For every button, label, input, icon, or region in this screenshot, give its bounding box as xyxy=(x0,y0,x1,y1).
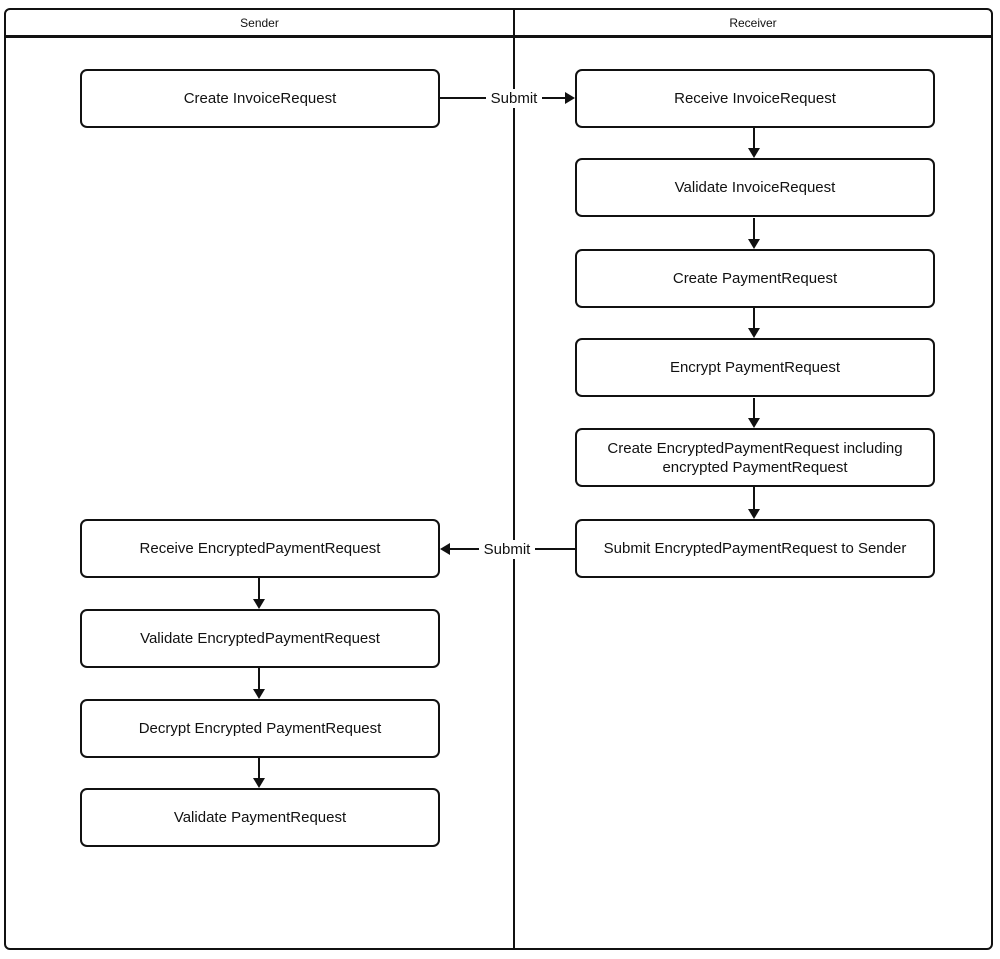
lane-header-receiver: Receiver xyxy=(729,15,777,30)
edge-r5-r6-line xyxy=(753,487,755,511)
edge-r1-r2-line xyxy=(753,128,755,150)
edge-s4-s5-arrowhead-icon xyxy=(253,778,265,788)
node-encrypt-paymentrequest: Encrypt PaymentRequest xyxy=(575,338,935,397)
edge-submit-invoice-arrowhead-icon xyxy=(565,92,575,104)
lane-header-sender: Sender xyxy=(240,15,279,30)
edge-r1-r2-arrowhead-icon xyxy=(748,148,760,158)
node-submit-encryptedpaymentrequest-sender: Submit EncryptedPaymentRequest to Sender xyxy=(575,519,935,578)
edge-s2-s3-line xyxy=(258,578,260,601)
lane-header-separator xyxy=(4,35,993,38)
node-validate-encryptedpaymentrequest: Validate EncryptedPaymentRequest xyxy=(80,609,440,668)
edge-s4-s5-line xyxy=(258,758,260,780)
edge-s3-s4-line xyxy=(258,668,260,691)
node-validate-paymentrequest: Validate PaymentRequest xyxy=(80,788,440,847)
node-decrypt-encrypted-paymentrequest: Decrypt Encrypted PaymentRequest xyxy=(80,699,440,758)
node-create-encryptedpaymentrequest: Create EncryptedPaymentRequest including… xyxy=(575,428,935,487)
node-create-invoicerequest: Create InvoiceRequest xyxy=(80,69,440,128)
edge-r3-r4-arrowhead-icon xyxy=(748,328,760,338)
lane-divider xyxy=(513,8,515,950)
edge-s2-s3-arrowhead-icon xyxy=(253,599,265,609)
edge-submit-encrypted-payment-label: Submit xyxy=(479,540,535,559)
edge-r4-r5-line xyxy=(753,398,755,420)
edge-s3-s4-arrowhead-icon xyxy=(253,689,265,699)
edge-r4-r5-arrowhead-icon xyxy=(748,418,760,428)
node-create-paymentrequest: Create PaymentRequest xyxy=(575,249,935,308)
edge-r5-r6-arrowhead-icon xyxy=(748,509,760,519)
edge-r2-r3-arrowhead-icon xyxy=(748,239,760,249)
node-receive-encryptedpaymentrequest: Receive EncryptedPaymentRequest xyxy=(80,519,440,578)
edge-submit-invoice-label: Submit xyxy=(486,89,542,108)
edge-r2-r3-line xyxy=(753,218,755,241)
node-receive-invoicerequest: Receive InvoiceRequest xyxy=(575,69,935,128)
node-validate-invoicerequest: Validate InvoiceRequest xyxy=(575,158,935,217)
edge-r3-r4-line xyxy=(753,308,755,330)
edge-submit-encrypted-payment-arrowhead-icon xyxy=(440,543,450,555)
